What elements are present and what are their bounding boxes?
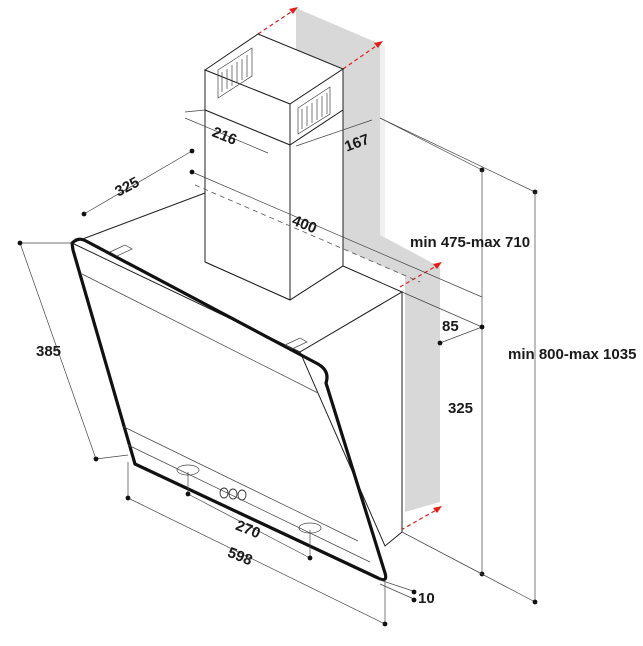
hood-body	[70, 184, 421, 582]
dimension-lines	[17, 109, 538, 627]
label-offset: 85	[442, 318, 459, 335]
glass-panel	[70, 237, 388, 582]
label-hood-width: 598	[225, 544, 255, 569]
chimney	[203, 33, 345, 301]
label-adjustable-height: min 475-max 710	[410, 234, 530, 251]
label-total-height: min 800-max 1035	[508, 346, 636, 363]
wall-arrows	[257, 7, 442, 531]
dimension-labels: 216 167 325 400 min 475-max 710 85 min 8…	[36, 124, 636, 607]
vent-left	[217, 47, 253, 99]
label-glass-thickness: 10	[418, 590, 435, 607]
label-hood-depth: 325	[112, 174, 142, 201]
vent-right	[297, 86, 331, 135]
label-hood-height: 325	[448, 400, 473, 417]
label-panel-height: 385	[36, 343, 61, 360]
wall-shade-light	[380, 44, 385, 238]
